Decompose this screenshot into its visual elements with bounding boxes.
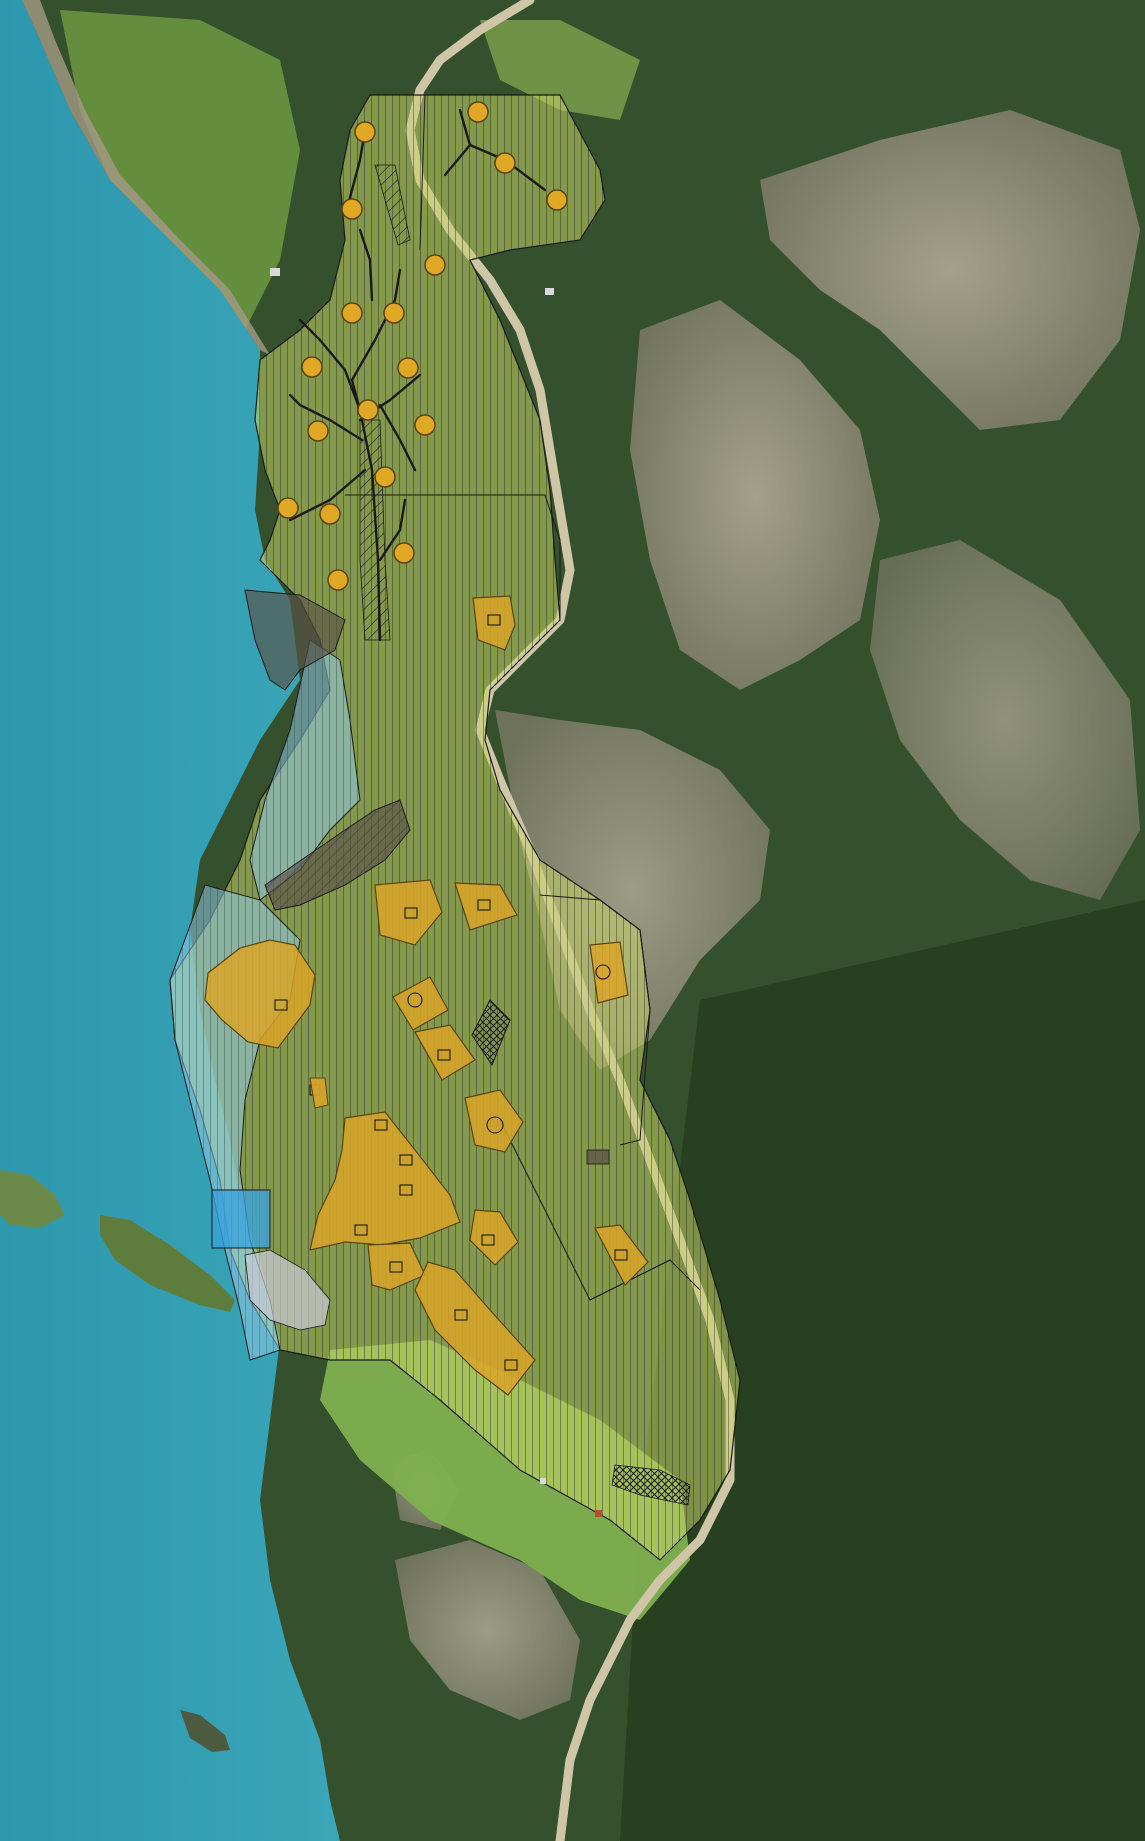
meadow-south-farm — [320, 1340, 690, 1620]
footpath — [378, 498, 407, 562]
cabin-marker — [494, 152, 516, 174]
building-outline — [477, 899, 491, 911]
building-outline — [389, 1261, 403, 1273]
cabin-marker — [307, 420, 329, 442]
building-outline — [407, 992, 423, 1008]
water-zone-marina — [211, 1189, 271, 1249]
footpaths — [288, 108, 547, 642]
building-outline — [454, 1309, 468, 1321]
building-plot-5 — [204, 939, 316, 1049]
building-outline — [595, 964, 611, 980]
forest-dark-area — [620, 900, 1145, 1841]
rock-cliff-upper — [760, 110, 1140, 430]
cabin-marker — [357, 399, 379, 421]
cabin-marker — [277, 497, 299, 519]
building-outline — [274, 999, 288, 1011]
water-zone-north-hatch — [250, 640, 360, 900]
building-plot-8 — [464, 1089, 524, 1153]
building-outline — [374, 1119, 388, 1131]
cabin-marker — [354, 121, 376, 143]
island-west — [0, 1170, 65, 1228]
grey-zone-north — [244, 589, 346, 691]
footpath — [358, 228, 374, 302]
crosshatch-zone — [471, 999, 511, 1067]
building-plot-7 — [414, 1024, 476, 1081]
sea — [0, 0, 340, 1841]
building-plot-3 — [454, 882, 518, 931]
rock-cliff-middle — [630, 300, 880, 690]
cabin-marker — [327, 569, 349, 591]
footpath — [288, 393, 364, 442]
cabin-marker — [467, 101, 489, 123]
building-plot-12 — [367, 1242, 426, 1291]
building-plot-2 — [374, 879, 443, 946]
footpath — [378, 403, 417, 472]
meadow-northwest — [60, 10, 300, 340]
footpath — [288, 468, 367, 522]
shoreline-rocks — [22, 0, 270, 355]
building-outline — [437, 1049, 451, 1061]
cabin-marker — [374, 466, 396, 488]
small-building-road — [586, 1149, 610, 1165]
meadow-north — [480, 20, 640, 120]
island-middle — [100, 1215, 235, 1312]
parking-strip-south — [611, 1464, 691, 1506]
farm-building — [540, 1478, 546, 1484]
islet-south — [180, 1710, 230, 1752]
cabin-marker — [546, 189, 568, 211]
cabin-marker — [397, 357, 419, 379]
cabin-marker — [393, 542, 415, 564]
building-outline — [404, 907, 418, 919]
beach-area — [244, 1249, 331, 1331]
cabin-marker — [319, 503, 341, 525]
rock-cliff-east — [870, 540, 1140, 900]
building-outline — [399, 1184, 413, 1196]
cabin-marker — [424, 254, 446, 276]
cabin-marker — [301, 356, 323, 378]
cabin-building-north — [270, 268, 280, 276]
building-outline — [504, 1359, 518, 1371]
plot-building-outlines — [274, 614, 628, 1371]
cabin-marker — [341, 302, 363, 324]
building-plot-11 — [594, 1224, 649, 1287]
building-outline — [486, 1116, 504, 1134]
cabin-marker — [383, 302, 405, 324]
cabin-marker — [414, 414, 436, 436]
plan-subarea-border-southeast — [589, 1259, 701, 1301]
building-outline — [481, 1234, 495, 1246]
grey-zone-middle-hatch — [265, 800, 410, 910]
small-plot-shore — [309, 1077, 329, 1109]
building-plot-1 — [472, 595, 516, 651]
rock-patch-south — [395, 1540, 580, 1720]
building-plots — [204, 595, 649, 1396]
plan-subarea-border-north — [345, 494, 561, 620]
footpath — [298, 318, 362, 412]
footpath — [350, 268, 402, 382]
plan-subarea-border-ne — [419, 94, 426, 251]
cabin-building-north — [545, 288, 554, 295]
building-plot-4 — [589, 941, 629, 1004]
path-strip-north — [374, 164, 411, 246]
plan-subarea-border-east — [539, 894, 651, 1146]
building-outline — [354, 1224, 368, 1236]
cabin-marker — [341, 198, 363, 220]
cabin-markers — [277, 101, 568, 591]
building-outline — [487, 614, 501, 626]
building-outline — [399, 1154, 413, 1166]
building-outline — [614, 1249, 628, 1261]
plan-area-hatch — [170, 95, 740, 1560]
farm-building — [595, 1510, 602, 1517]
